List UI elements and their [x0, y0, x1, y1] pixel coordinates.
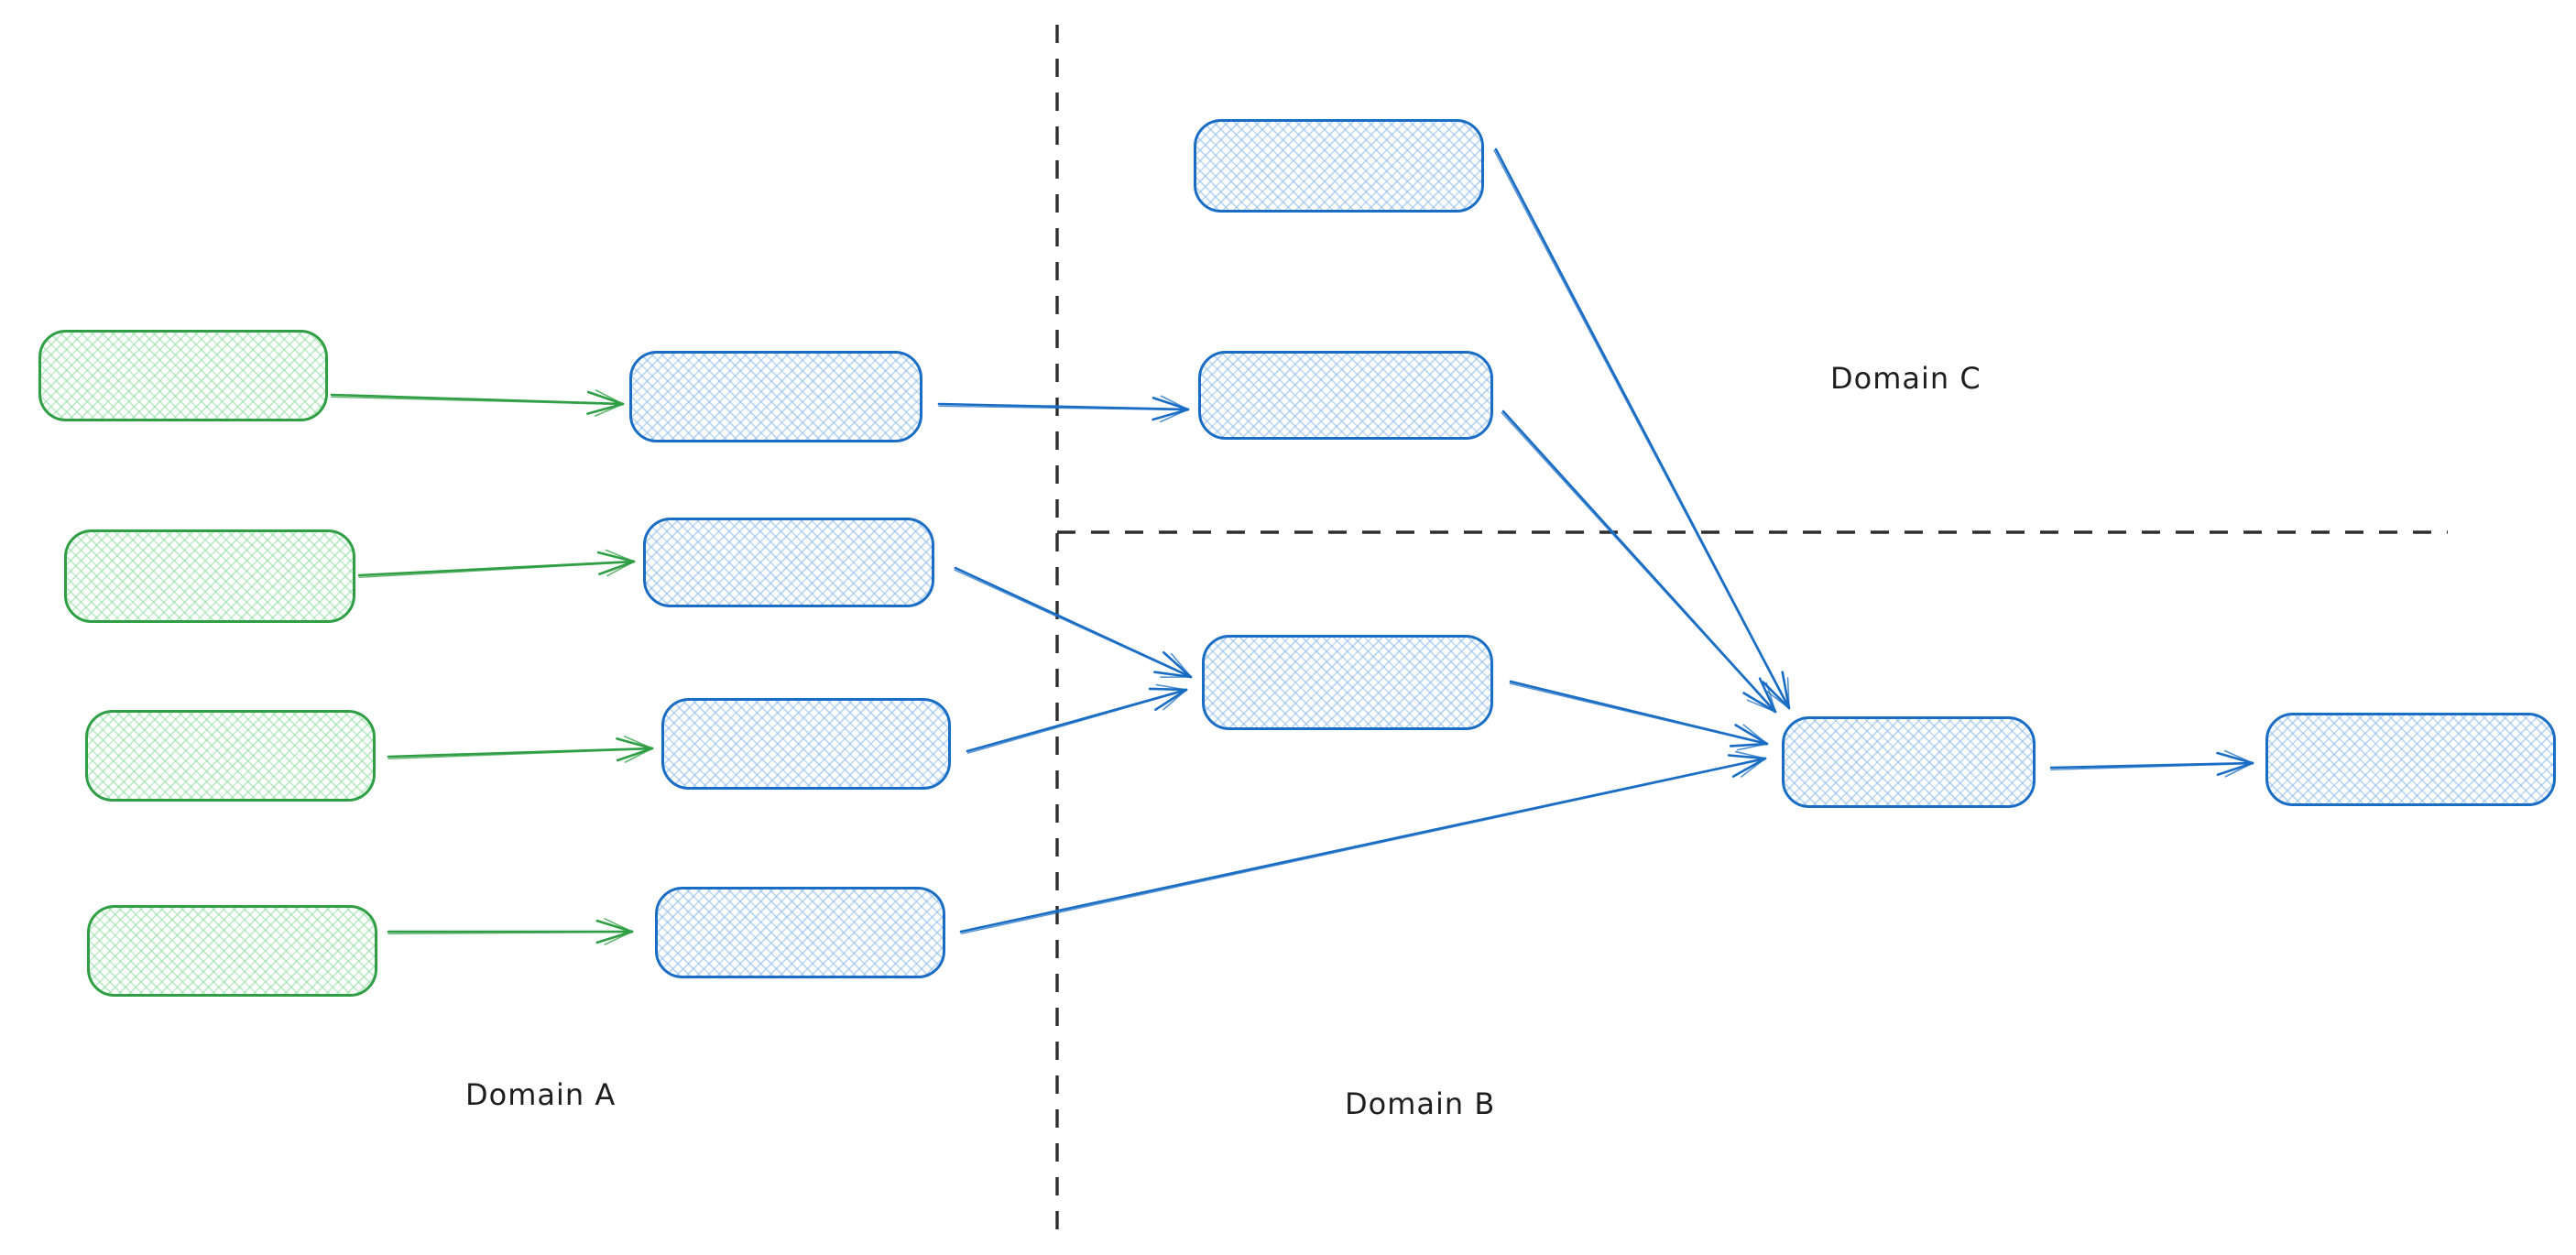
edge-stage1-3-to-b-middle-arrow — [966, 683, 1188, 754]
domain-a-label: Domain A — [465, 1077, 617, 1112]
edge-b-top-to-hub-arrow — [1493, 147, 1791, 710]
node-blue-domain-b-middle — [1202, 635, 1493, 730]
node-blue-stage1-2 — [643, 518, 934, 607]
node-blue-domain-b-second — [1198, 351, 1493, 440]
domain-b-label: Domain B — [1345, 1086, 1496, 1121]
edge-b-second-to-hub-arrow — [1501, 409, 1777, 714]
node-green-source-4 — [87, 905, 377, 997]
edge-b-middle-to-hub-arrow — [1509, 680, 1769, 751]
edge-green3-to-stage1-3-arrow — [387, 736, 654, 763]
node-green-source-1 — [38, 330, 328, 421]
edge-stage1-2-to-b-middle-arrow — [954, 566, 1193, 679]
node-blue-output — [2265, 713, 2556, 806]
edge-hub-to-output-arrow — [2049, 749, 2254, 778]
edge-green1-to-stage1-1-arrow — [330, 389, 625, 417]
edge-green4-to-stage1-4-arrow — [387, 918, 634, 945]
node-blue-hub — [1782, 716, 2036, 808]
node-blue-stage1-4 — [655, 887, 945, 978]
domain-c-label: Domain C — [1830, 361, 1981, 396]
node-blue-domain-b-top — [1194, 119, 1484, 213]
node-blue-stage1-1 — [629, 351, 922, 442]
node-blue-stage1-3 — [661, 698, 951, 790]
node-green-source-2 — [64, 529, 355, 623]
node-green-source-3 — [85, 710, 376, 802]
edge-stage1-4-to-hub-arrow — [959, 750, 1767, 934]
edge-green2-to-stage1-2-arrow — [357, 549, 636, 578]
edge-stage1-1-to-b-second-arrow — [937, 395, 1190, 423]
